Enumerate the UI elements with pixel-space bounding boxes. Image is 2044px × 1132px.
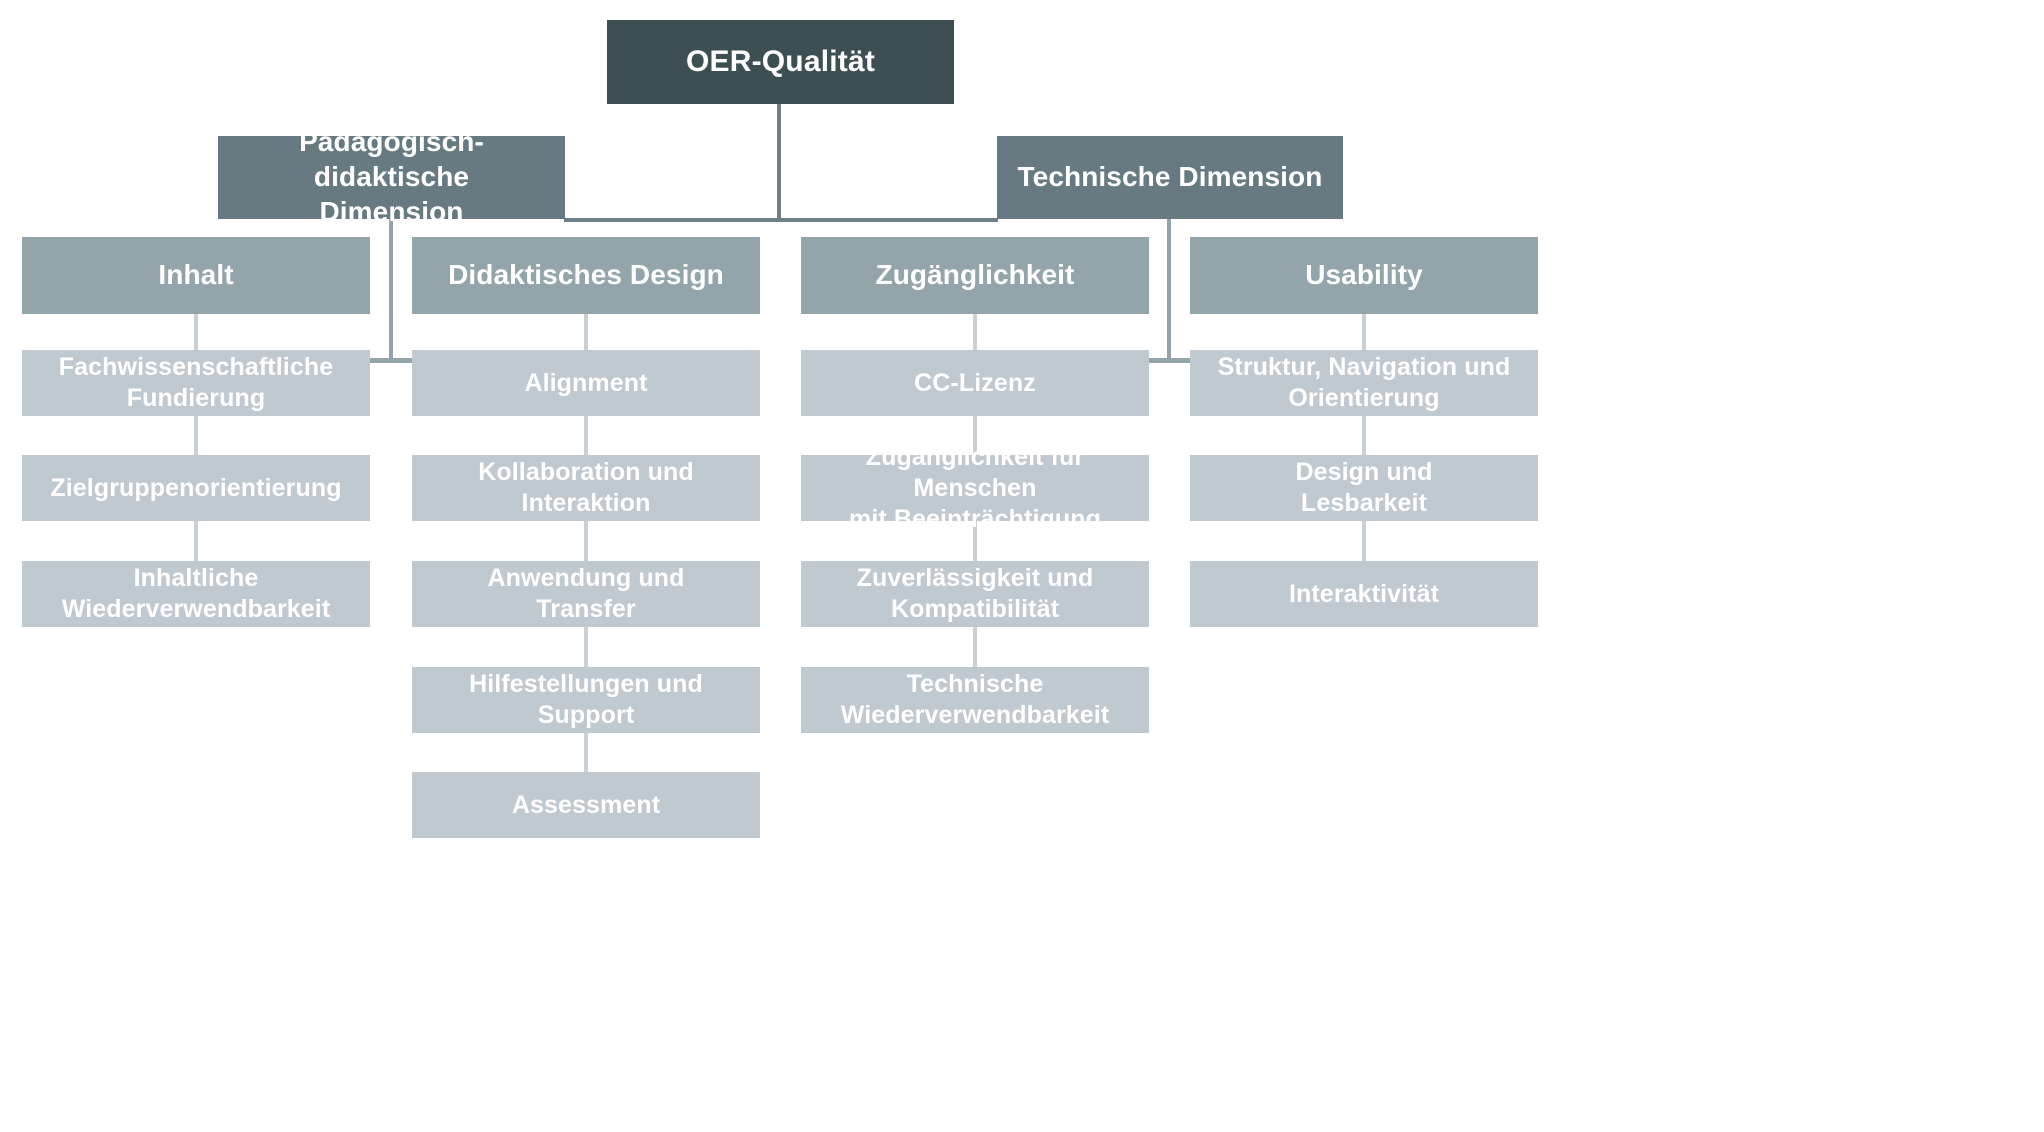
connector-usability-c2 [1362, 415, 1366, 455]
node-criterion-cc-lizenz[interactable]: CC-Lizenz [801, 350, 1149, 416]
node-criterion-fachwissenschaftliche-fundierung[interactable]: Fachwissenschaftliche Fundierung [22, 350, 370, 416]
node-label: Struktur, Navigation und Orientierung [1217, 353, 1511, 412]
connector-zugaenglichkeit-c1 [973, 313, 977, 351]
node-root-oer-qualitaet[interactable]: OER-Qualität [607, 20, 954, 104]
node-criterion-zugaenglichkeit-fuer-menschen-mit-beeintraechtigung[interactable]: Zugänglichkeit für Menschen mit Beeinträ… [801, 443, 1149, 533]
node-criterion-assessment[interactable]: Assessment [412, 772, 760, 838]
node-label: Hilfestellungen und Support [469, 670, 703, 729]
node-label: Didaktisches Design [448, 259, 724, 291]
node-label: Zuverlässigkeit und Kompatibilität [856, 564, 1094, 623]
node-label: CC-Lizenz [914, 368, 1036, 397]
node-label: Zugänglichkeit für Menschen mit Beeinträ… [848, 442, 1101, 533]
node-criterion-anwendung-und-transfer[interactable]: Anwendung und Transfer [412, 561, 760, 627]
node-criterion-hilfestellungen-und-support[interactable]: Hilfestellungen und Support [412, 667, 760, 733]
node-criterion-zielgruppenorientierung[interactable]: Zielgruppenorientierung [22, 455, 370, 521]
node-label: Inhalt [158, 259, 234, 291]
connector-root-stem [777, 103, 781, 222]
node-label: Zielgruppenorientierung [50, 473, 342, 502]
node-label: Technische Wiederverwendbarkeit [840, 670, 1110, 729]
node-criterion-struktur-navigation-und-orientierung[interactable]: Struktur, Navigation und Orientierung [1190, 350, 1538, 416]
connector-didaktisches-design-c3 [584, 521, 588, 561]
connector-inhalt-c1 [194, 313, 198, 351]
node-label: Technische Dimension [1017, 161, 1323, 193]
node-label: Interaktivität [1288, 579, 1440, 608]
node-label: Alignment [524, 368, 648, 397]
node-category-usability[interactable]: Usability [1190, 237, 1538, 314]
node-category-inhalt[interactable]: Inhalt [22, 237, 370, 314]
connector-inhalt-c2 [194, 415, 198, 455]
node-criterion-design-und-lesbarkeit[interactable]: Design und Lesbarkeit [1190, 455, 1538, 521]
node-label: Design und Lesbarkeit [1295, 458, 1433, 517]
connector-didaktisches-design-c5 [584, 732, 588, 772]
connector-zugaenglichkeit-c4 [973, 627, 977, 667]
node-label: Usability [1305, 259, 1423, 291]
node-label: Zugänglichkeit [875, 259, 1075, 291]
node-criterion-zuverlaessigkeit-und-kompatibilitaet[interactable]: Zuverlässigkeit und Kompatibilität [801, 561, 1149, 627]
node-category-didaktisches-design[interactable]: Didaktisches Design [412, 237, 760, 314]
connector-zugaenglichkeit-c3 [973, 521, 977, 561]
node-criterion-alignment[interactable]: Alignment [412, 350, 760, 416]
node-dimension-technische[interactable]: Technische Dimension [997, 136, 1343, 219]
node-label: OER-Qualität [685, 45, 876, 79]
node-criterion-inhaltliche-wiederverwendbarkeit[interactable]: Inhaltliche Wiederverwendbarkeit [22, 561, 370, 627]
connector-usability-c3 [1362, 521, 1366, 561]
node-label: Fachwissenschaftliche Fundierung [58, 353, 334, 412]
connector-paedagogisch-crossbar [370, 358, 412, 363]
connector-inhalt-c3 [194, 521, 198, 561]
node-category-zugaenglichkeit[interactable]: Zugänglichkeit [801, 237, 1149, 314]
node-label: Assessment [511, 790, 661, 819]
connector-zugaenglichkeit-c2 [973, 415, 977, 455]
connector-didaktisches-design-c1 [584, 313, 588, 351]
node-label: Pädagogisch-didaktische Dimension [299, 126, 484, 227]
connector-technisch-stem [1167, 205, 1171, 362]
connector-usability-c1 [1362, 313, 1366, 351]
node-label: Anwendung und Transfer [487, 564, 685, 623]
connector-paedagogisch-stem [389, 205, 393, 362]
node-criterion-interaktivitaet[interactable]: Interaktivität [1190, 561, 1538, 627]
node-label: Kollaboration und Interaktion [478, 458, 694, 517]
node-label: Inhaltliche Wiederverwendbarkeit [61, 564, 331, 623]
connector-didaktisches-design-c2 [584, 415, 588, 455]
node-dimension-paedagogisch-didaktische[interactable]: Pädagogisch-didaktische Dimension [218, 126, 565, 227]
node-criterion-kollaboration-und-interaktion[interactable]: Kollaboration und Interaktion [412, 455, 760, 521]
connector-technisch-crossbar [1148, 358, 1190, 363]
node-criterion-technische-wiederverwendbarkeit[interactable]: Technische Wiederverwendbarkeit [801, 667, 1149, 733]
connector-didaktisches-design-c4 [584, 627, 588, 667]
connector-root-crossbar [564, 218, 998, 222]
